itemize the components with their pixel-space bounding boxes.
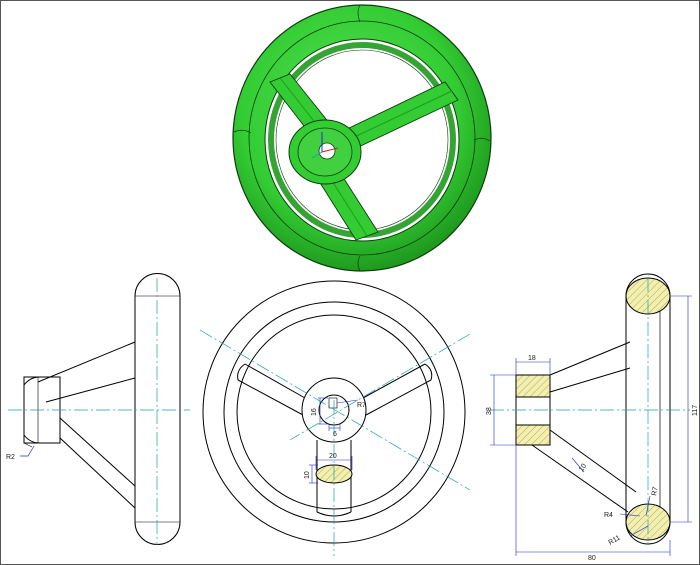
front-view-spoke-left	[237, 363, 306, 416]
right-dim-r7: R7	[651, 486, 659, 496]
front-dim-r7: R7	[357, 402, 366, 409]
right-dim-10: 10	[578, 463, 588, 473]
right-view-spoke-upper	[549, 341, 631, 393]
front-dim-16: 16	[311, 408, 318, 416]
right-dim-r11: R11	[608, 534, 622, 546]
right-dim-80: 80	[588, 555, 596, 562]
left-view-spoke-upper	[37, 341, 136, 403]
right-view-hub-section-lower	[515, 424, 551, 446]
left-view-rim	[134, 273, 181, 545]
right-dim-117: 117	[692, 405, 699, 416]
right-view-hub-section-upper	[515, 374, 551, 398]
isometric-model	[232, 4, 492, 272]
right-dim-18: 18	[528, 355, 536, 362]
front-dim-20: 20	[329, 453, 337, 460]
left-dim-r2: R2	[6, 454, 15, 461]
left-side-view	[8, 273, 190, 545]
right-section-view	[490, 273, 692, 556]
right-dim-r4: R4	[604, 512, 613, 519]
left-view-spoke-lower	[59, 417, 136, 509]
front-view	[199, 280, 471, 556]
front-view-rim-inner	[236, 314, 432, 510]
right-dim-38: 38	[486, 407, 493, 415]
front-dim-6: 6	[333, 431, 337, 438]
model-axis-triad	[311, 132, 339, 159]
front-view-spoke-right	[362, 363, 433, 416]
model-rim-groove	[248, 20, 476, 256]
right-view-spoke-lower	[531, 429, 637, 513]
front-dim-10: 10	[304, 471, 311, 479]
